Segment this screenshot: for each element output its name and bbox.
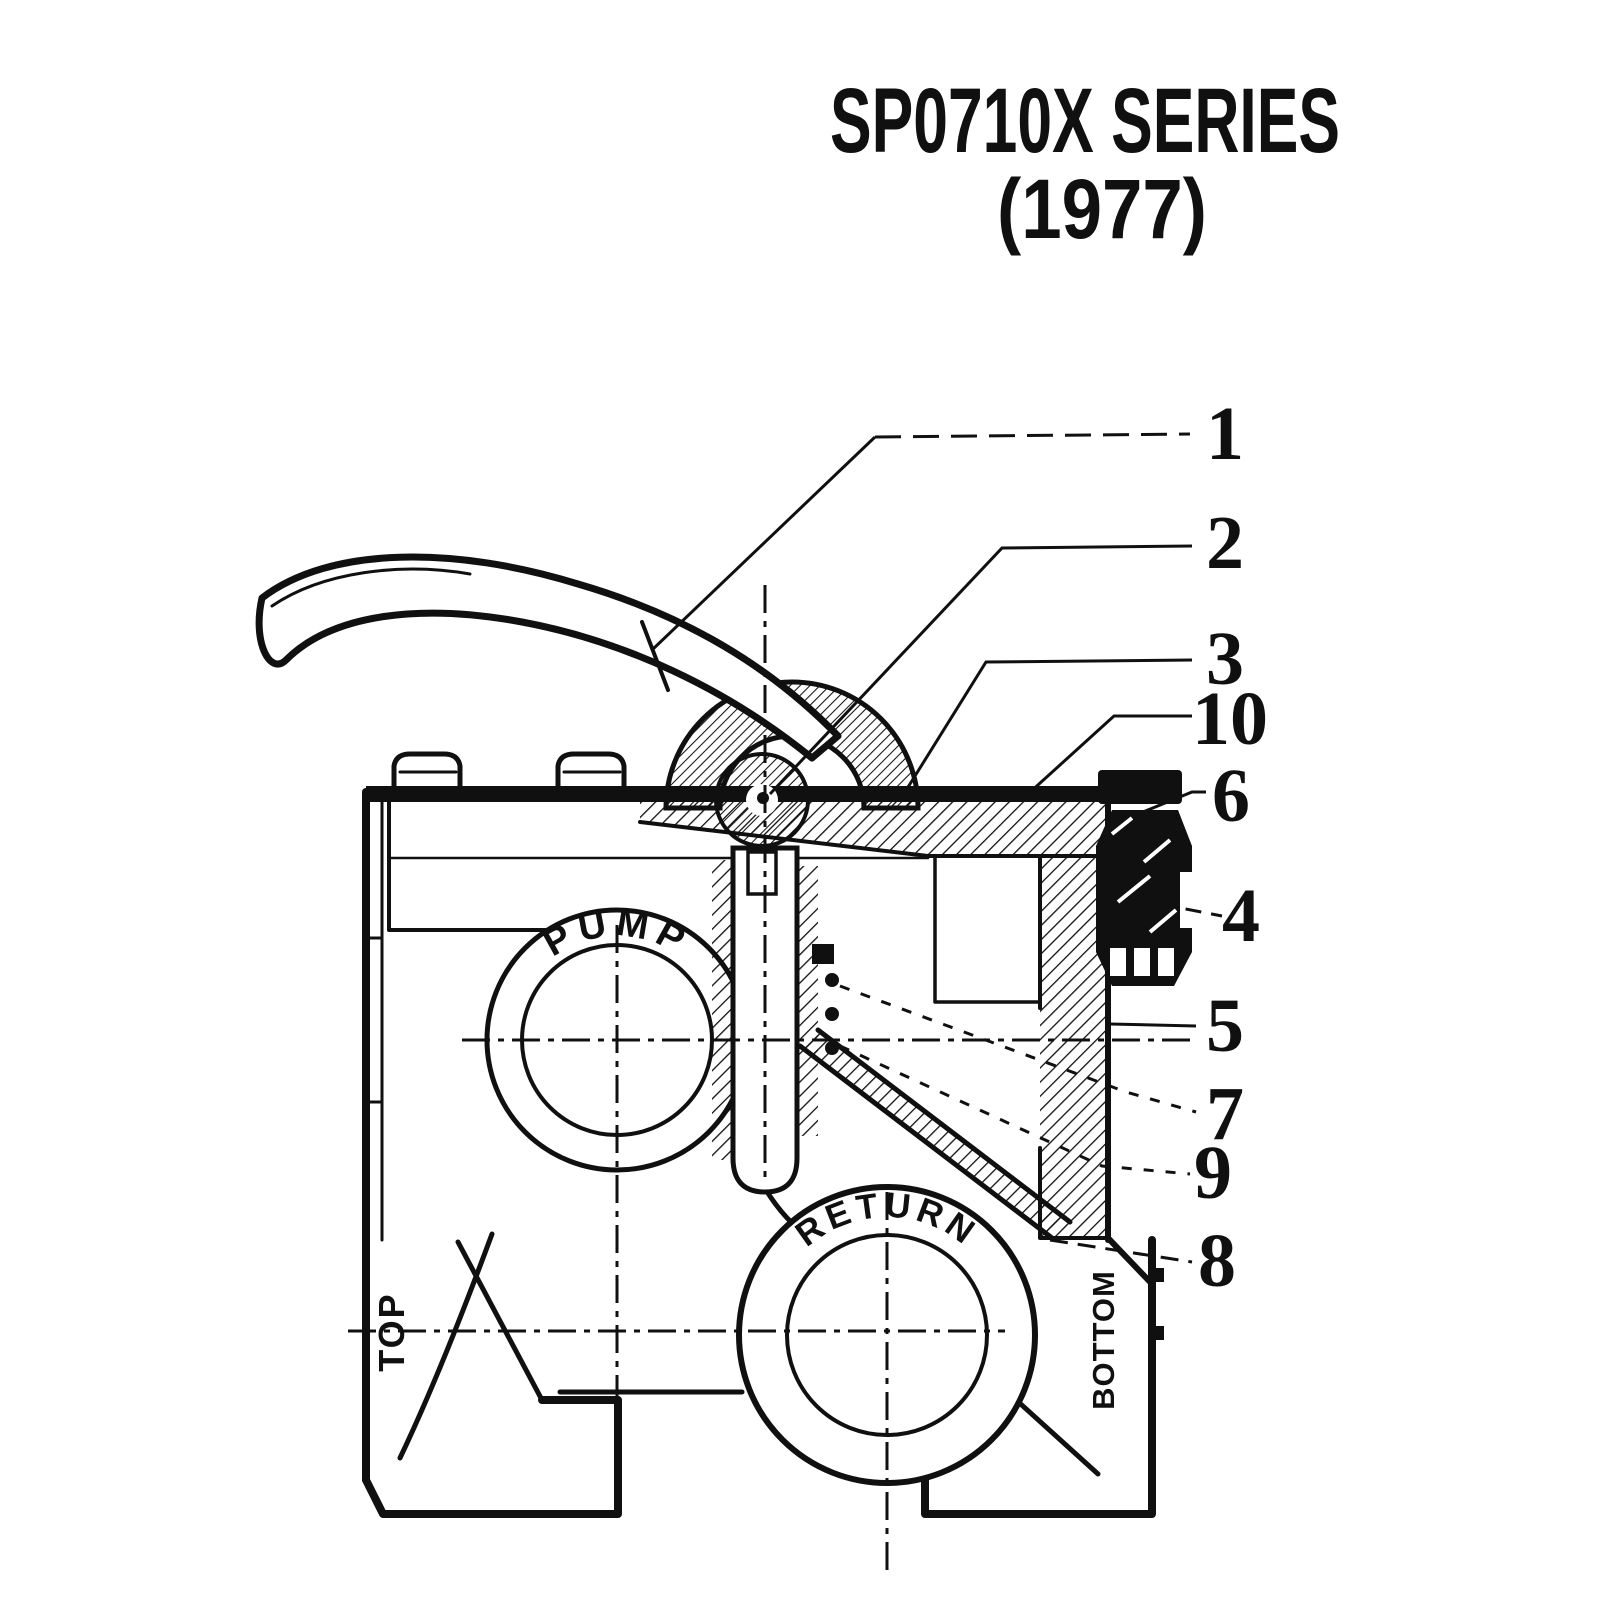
return-inner-ring <box>785 1233 989 1437</box>
leader-1-diagonal <box>650 435 877 652</box>
title-line-1: SP0710X SERIES <box>830 70 1340 172</box>
handle-tip-detail-line <box>270 567 472 608</box>
diverter-lower-line <box>797 1043 1055 1241</box>
nut-window-2 <box>1134 948 1150 976</box>
bottom-port-label: BOTTOM <box>1086 1270 1121 1410</box>
right-wall-hatch <box>1040 856 1108 1238</box>
leader-6 <box>1137 790 1206 816</box>
stem-hatch-right <box>798 866 818 1136</box>
callout-9: 9 <box>1194 1131 1232 1215</box>
leader-3 <box>903 658 1193 793</box>
seal-dot-1 <box>825 973 839 987</box>
right-edge-tick-1 <box>1152 1268 1164 1282</box>
callout-3: 3 <box>1206 617 1244 701</box>
leader-7 <box>839 984 1197 1114</box>
leader-4 <box>1159 902 1223 918</box>
title-block: SP0710X SERIES (1977) <box>830 70 1340 256</box>
callout-6: 6 <box>1212 754 1250 838</box>
body-lower-left-curve <box>397 1231 495 1461</box>
callout-4: 4 <box>1222 874 1260 958</box>
cavity-step-lines <box>933 856 1042 1004</box>
right-edge-tick-2 <box>1152 1326 1164 1340</box>
diverter-hatch <box>800 1030 1070 1238</box>
nut-window-1 <box>1110 948 1126 976</box>
nut-highlight-hatch <box>1110 816 1178 934</box>
stem-hatch-left <box>712 860 732 1160</box>
leader-8 <box>1049 1238 1193 1264</box>
leader-1-dashed <box>874 432 1191 439</box>
right-foot-chamfer <box>1011 1395 1101 1477</box>
stem-channel <box>730 845 800 1195</box>
callout-numbers: 1 2 3 10 6 4 5 7 9 8 <box>1192 392 1268 1303</box>
left-foot-chamfer <box>455 1239 545 1403</box>
handle-blade <box>255 553 842 762</box>
seal-dot-2 <box>825 1007 839 1021</box>
title-line-2: (1977) <box>997 162 1207 256</box>
stem-key <box>746 850 778 896</box>
leader-9 <box>839 1044 1191 1176</box>
callout-leader-lines <box>650 432 1223 1264</box>
pivot-pin-dot <box>757 792 769 804</box>
diverter-upper-line <box>815 1027 1073 1225</box>
handle-cross-tick <box>640 620 670 692</box>
callout-7: 7 <box>1206 1072 1244 1156</box>
callout-10: 10 <box>1192 677 1268 761</box>
nut-window-3 <box>1158 948 1174 976</box>
callout-1: 1 <box>1206 392 1244 476</box>
side-nut <box>1096 810 1192 986</box>
right-wall-inner-lower <box>1038 1146 1110 1240</box>
seal-dot-3 <box>825 1041 839 1055</box>
leader-10 <box>1026 714 1192 796</box>
leader-5 <box>1109 1022 1197 1028</box>
callout-8: 8 <box>1198 1219 1236 1303</box>
flange-bolt-left <box>391 751 463 789</box>
handle <box>255 553 842 762</box>
callout-2: 2 <box>1206 501 1244 585</box>
left-foot-outline <box>362 1396 622 1518</box>
flange-bolt-right <box>555 751 627 789</box>
nut-cap <box>1098 770 1182 804</box>
callout-5: 5 <box>1206 984 1244 1068</box>
top-port-label: TOP <box>371 1292 412 1371</box>
body-upper-left-box <box>387 800 560 932</box>
centerlines <box>348 585 1192 1572</box>
body-lower-right-slant <box>1105 1235 1155 1287</box>
leader-2 <box>768 544 1193 796</box>
